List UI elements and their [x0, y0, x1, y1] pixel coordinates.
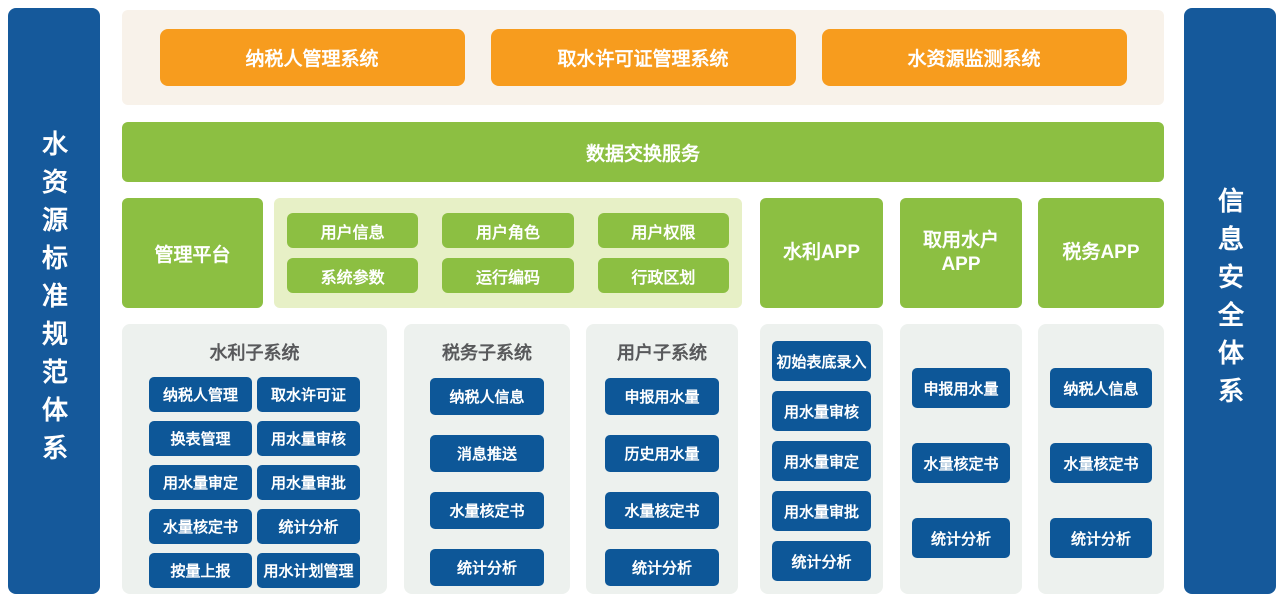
feature-block: 统计分析 [912, 518, 1010, 558]
feature-block: 纳税人管理 [149, 377, 252, 412]
app-label-line: 税务APP [1062, 242, 1140, 264]
data-exchange-service-bar: 数据交换服务 [122, 122, 1164, 182]
platform-modules-panel: 用户信息 用户角色 用户权限 系统参数 运行编码 行政区划 [274, 198, 742, 308]
architecture-diagram: 纳税人管理系统 取水许可证管理系统 水资源监测系统 数据交换服务 管理平台 用户… [122, 0, 1164, 602]
feature-block: 用水量审核 [772, 391, 871, 431]
feature-block: 申报用水量 [912, 368, 1010, 408]
feature-block: 统计分析 [257, 509, 360, 544]
app-block-water-authority: 水利APP [760, 198, 883, 308]
module-block-run-codes: 运行编码 [442, 258, 574, 293]
external-systems-strip: 纳税人管理系统 取水许可证管理系统 水资源监测系统 [122, 10, 1164, 105]
management-platform-block: 管理平台 [122, 198, 263, 308]
feature-block: 用水计划管理 [257, 553, 360, 588]
app-label-line: 水利APP [782, 242, 861, 264]
module-block-user-role: 用户角色 [442, 213, 574, 248]
panel-wateruser-app-features: 申报用水量 水量核定书 统计分析 [900, 324, 1022, 594]
feature-block: 统计分析 [1050, 518, 1152, 558]
feature-block: 统计分析 [772, 541, 871, 581]
feature-block: 申报用水量 [605, 378, 719, 415]
panel-feature-list: 初始表底录入 用水量审核 用水量审定 用水量审批 统计分析 [772, 341, 871, 581]
panel-user-subsystem: 用户子系统 申报用水量 历史用水量 水量核定书 统计分析 [586, 324, 738, 594]
app-label-line: APP [941, 254, 981, 275]
feature-block: 统计分析 [430, 549, 544, 586]
module-block-admin-regions: 行政区划 [597, 258, 729, 293]
app-block-water-user: 取用水户 APP [900, 198, 1022, 308]
feature-block: 统计分析 [605, 549, 719, 586]
feature-block: 初始表底录入 [772, 341, 871, 381]
feature-block: 用水量审定 [772, 441, 871, 481]
standards-system-rail: 水资源标准规范体系 [8, 8, 100, 594]
feature-block: 用水量审核 [257, 421, 360, 456]
panel-water-app-features: 初始表底录入 用水量审核 用水量审定 用水量审批 统计分析 [760, 324, 883, 594]
security-system-rail-label: 信息安全体系 [1214, 187, 1245, 415]
panel-tax-subsystem: 税务子系统 纳税人信息 消息推送 水量核定书 统计分析 [404, 324, 570, 594]
feature-block: 水量核定书 [1050, 443, 1152, 483]
feature-block: 水量核定书 [430, 492, 544, 529]
panel-tax-app-features: 纳税人信息 水量核定书 统计分析 [1038, 324, 1164, 594]
system-block-water-monitoring: 水资源监测系统 [821, 29, 1127, 86]
feature-block: 纳税人信息 [430, 378, 544, 415]
panel-feature-list: 申报用水量 历史用水量 水量核定书 统计分析 [605, 378, 719, 586]
system-block-water-permit-management: 取水许可证管理系统 [490, 29, 796, 86]
standards-system-rail-label: 水资源标准规范体系 [38, 130, 69, 472]
feature-block: 纳税人信息 [1050, 368, 1152, 408]
feature-block: 水量核定书 [149, 509, 252, 544]
feature-block: 用水量审批 [257, 465, 360, 500]
feature-block: 消息推送 [430, 435, 544, 472]
panel-feature-list: 申报用水量 水量核定书 统计分析 [912, 368, 1010, 558]
app-block-tax: 税务APP [1038, 198, 1164, 308]
panel-title: 用户子系统 [617, 343, 707, 363]
panel-water-subsystem: 水利子系统 纳税人管理 取水许可证 换表管理 用水量审核 用水量审定 用水量审批… [122, 324, 387, 594]
panel-title: 水利子系统 [209, 343, 300, 363]
feature-block: 用水量审定 [149, 465, 252, 500]
module-block-user-info: 用户信息 [287, 213, 419, 248]
module-block-user-permission: 用户权限 [597, 213, 729, 248]
security-system-rail: 信息安全体系 [1184, 8, 1276, 594]
panel-title: 税务子系统 [442, 343, 532, 363]
module-block-system-params: 系统参数 [287, 258, 419, 293]
feature-block: 历史用水量 [605, 435, 719, 472]
panel-feature-list: 纳税人信息 消息推送 水量核定书 统计分析 [430, 378, 544, 586]
app-label-line: 取用水户 [922, 230, 999, 252]
feature-block: 按量上报 [149, 553, 252, 588]
system-block-taxpayer-management: 纳税人管理系统 [159, 29, 465, 86]
feature-block: 换表管理 [149, 421, 252, 456]
panel-feature-grid: 纳税人管理 取水许可证 换表管理 用水量审核 用水量审定 用水量审批 水量核定书… [149, 377, 360, 588]
panel-feature-list: 纳税人信息 水量核定书 统计分析 [1050, 368, 1152, 558]
feature-block: 水量核定书 [912, 443, 1010, 483]
feature-block: 水量核定书 [605, 492, 719, 529]
feature-block: 用水量审批 [772, 491, 871, 531]
feature-block: 取水许可证 [257, 377, 360, 412]
